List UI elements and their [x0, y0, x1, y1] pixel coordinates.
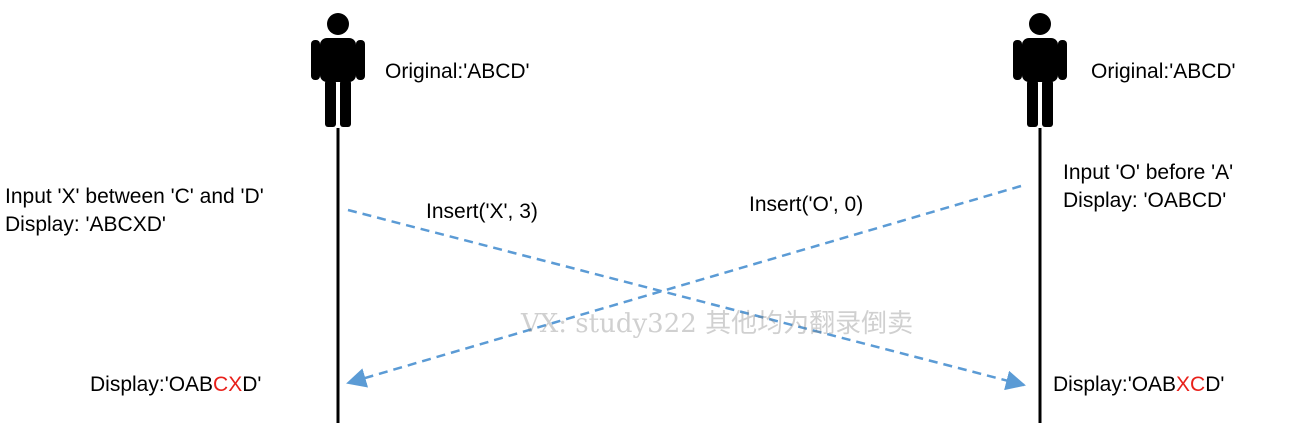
right-final-prefix: Display:'OAB	[1053, 373, 1177, 396]
insert-o-arrow	[346, 184, 1022, 388]
right-action-line1: Input 'O' before 'A'	[1063, 161, 1234, 184]
person-icon	[1013, 13, 1067, 127]
person-icon	[311, 13, 365, 127]
left-final-highlight: CX	[213, 373, 243, 396]
insert-o-label: Insert('O', 0)	[749, 193, 864, 216]
right-final-suffix: D'	[1205, 373, 1225, 396]
right-original-label: Original:'ABCD'	[1091, 60, 1236, 83]
right-final-display: Display:'OABXCD'	[1053, 372, 1224, 398]
left-action-line2: Display: 'ABCXD'	[5, 213, 166, 236]
watermark-text: VX: study322 其他均为翻录倒卖	[521, 309, 914, 339]
left-final-prefix: Display:'OAB	[90, 373, 214, 396]
left-final-display: Display:'OABCXD'	[90, 372, 261, 398]
left-original-label: Original:'ABCD'	[385, 60, 530, 83]
insert-x-arrow	[347, 208, 1026, 391]
insert-x-label: Insert('X', 3)	[426, 200, 538, 223]
right-action-line2: Display: 'OABCD'	[1063, 189, 1227, 212]
right-final-highlight: XC	[1176, 373, 1206, 396]
left-final-suffix: D'	[242, 373, 262, 396]
left-action-line1: Input 'X' between 'C' and 'D'	[5, 185, 264, 208]
